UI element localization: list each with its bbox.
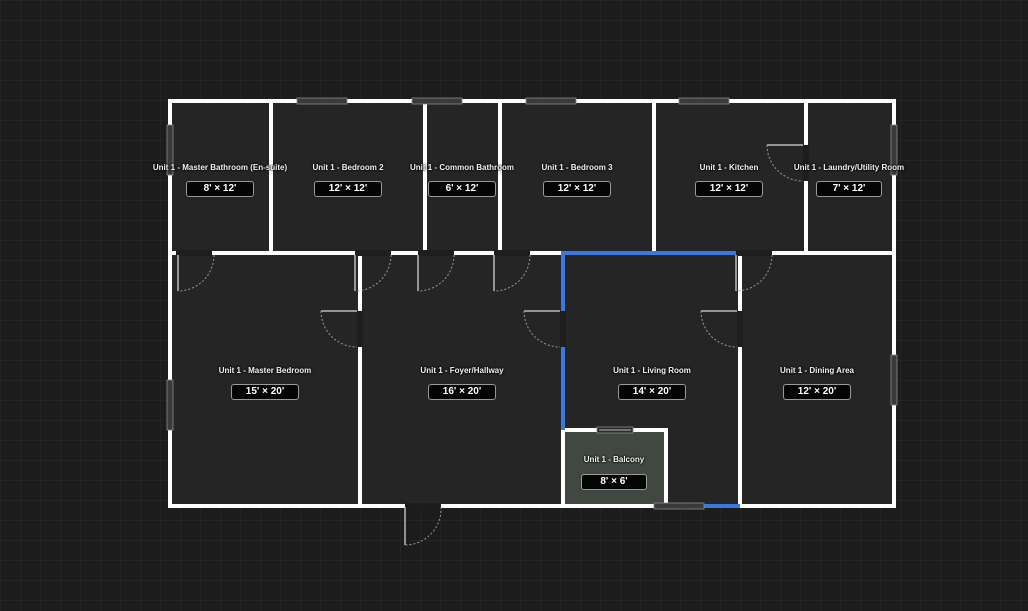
door-kitchen[interactable] bbox=[735, 250, 773, 292]
room-name: Unit 1 - Foyer/Hallway bbox=[420, 366, 504, 375]
floor-master-bathroom[interactable] bbox=[170, 101, 271, 253]
door-common-bathroom[interactable] bbox=[417, 250, 455, 292]
door-dining-area[interactable] bbox=[700, 310, 743, 348]
window bbox=[525, 97, 577, 105]
floor-common-bathroom[interactable] bbox=[425, 101, 500, 253]
door-master-bedroom[interactable] bbox=[320, 310, 363, 348]
door-living-room[interactable] bbox=[523, 310, 566, 348]
room-dimensions-badge: 6' × 12' bbox=[428, 181, 496, 197]
room-floors bbox=[170, 101, 894, 506]
living-room-highlight-wall bbox=[561, 251, 740, 430]
room-name: Unit 1 - Laundry/Utility Room bbox=[793, 163, 905, 172]
window bbox=[296, 97, 348, 105]
door-entrance[interactable] bbox=[404, 503, 442, 546]
room-name: Unit 1 - Master Bedroom bbox=[218, 366, 312, 375]
floor-bedroom-2[interactable] bbox=[271, 101, 425, 253]
windows bbox=[166, 97, 898, 510]
room-name: Unit 1 - Bedroom 3 bbox=[541, 163, 613, 172]
window bbox=[166, 124, 174, 176]
floor-balcony[interactable] bbox=[563, 430, 666, 506]
door-laundry[interactable] bbox=[766, 144, 809, 182]
room-dimensions-badge: 15' × 20' bbox=[231, 384, 299, 400]
room-dimensions-badge: 12' × 20' bbox=[783, 384, 851, 400]
window bbox=[411, 97, 463, 105]
room-dimensions-badge: 12' × 12' bbox=[314, 181, 382, 197]
room-dimensions-badge: 16' × 20' bbox=[428, 384, 496, 400]
window bbox=[166, 379, 174, 431]
walls bbox=[168, 99, 896, 508]
room-name: Unit 1 - Common Bathroom bbox=[410, 163, 514, 172]
window bbox=[890, 354, 898, 406]
doors bbox=[176, 144, 809, 546]
room-dimensions-badge: 8' × 6' bbox=[581, 474, 647, 490]
window bbox=[653, 502, 705, 510]
floor-master-bedroom[interactable] bbox=[170, 253, 360, 506]
room-dimensions-badge: 12' × 12' bbox=[543, 181, 611, 197]
room-name: Unit 1 - Balcony bbox=[583, 455, 645, 464]
window bbox=[890, 124, 898, 176]
room-dimensions-badge: 14' × 20' bbox=[618, 384, 686, 400]
floor-bedroom-3[interactable] bbox=[500, 101, 654, 253]
door-bedroom-3[interactable] bbox=[493, 250, 531, 292]
room-name: Unit 1 - Bedroom 2 bbox=[312, 163, 384, 172]
door-balcony[interactable] bbox=[596, 426, 634, 434]
room-dimensions-badge: 8' × 12' bbox=[186, 181, 254, 197]
window bbox=[678, 97, 730, 105]
door-master-bathroom[interactable] bbox=[176, 250, 215, 292]
room-name: Unit 1 - Master Bathroom (En-suite) bbox=[152, 163, 288, 172]
door-bedroom-2[interactable] bbox=[354, 250, 392, 292]
room-dimensions-badge: 7' × 12' bbox=[816, 181, 882, 197]
floor-kitchen[interactable] bbox=[654, 101, 806, 253]
floor-dining-area[interactable] bbox=[740, 253, 894, 506]
floor-foyer-hallway[interactable] bbox=[360, 253, 563, 506]
floor-laundry[interactable] bbox=[806, 101, 894, 253]
room-dimensions-badge: 12' × 12' bbox=[695, 181, 763, 197]
room-name: Unit 1 - Kitchen bbox=[699, 163, 759, 172]
room-name: Unit 1 - Living Room bbox=[613, 366, 691, 375]
room-name: Unit 1 - Dining Area bbox=[780, 366, 854, 375]
